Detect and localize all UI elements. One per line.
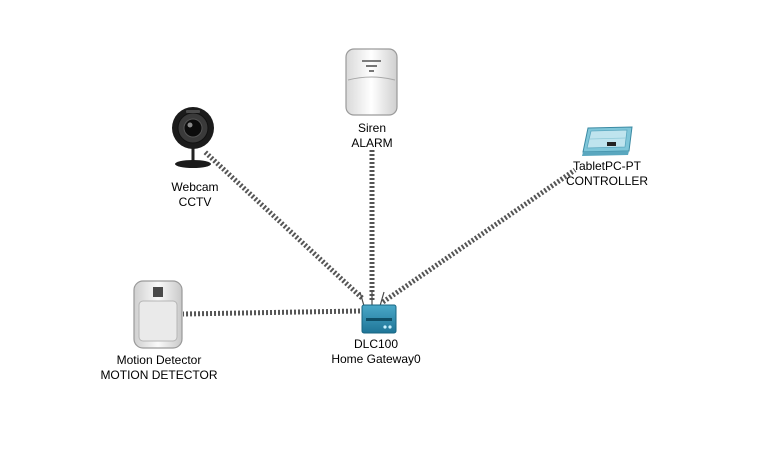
siren-type-text: Siren xyxy=(357,121,386,135)
webcam-label: Webcam CCTV xyxy=(171,180,218,210)
tablet-name-text: CONTROLLER xyxy=(565,174,649,188)
siren-device[interactable] xyxy=(345,48,398,116)
webcam-name-text: CCTV xyxy=(178,195,212,209)
motion-sensor-icon xyxy=(133,280,183,349)
wireless-links xyxy=(182,150,577,317)
tablet-type-text: TabletPC-PT xyxy=(572,159,642,173)
siren-label: Siren ALARM xyxy=(351,121,392,151)
motion-label: Motion Detector MOTION DETECTOR xyxy=(100,353,217,383)
siren-icon xyxy=(345,48,398,116)
webcam-device[interactable] xyxy=(172,107,214,168)
motion-type-text: Motion Detector xyxy=(116,353,202,367)
tablet-device[interactable] xyxy=(582,126,633,156)
link-gateway-motion[interactable] xyxy=(182,308,361,317)
motion-device[interactable] xyxy=(133,280,183,349)
webcam-icon xyxy=(172,107,214,168)
webcam-type-text: Webcam xyxy=(171,180,219,194)
gateway-device[interactable] xyxy=(359,290,397,334)
home-gateway-icon xyxy=(359,290,397,334)
gateway-model-text: DLC100 xyxy=(353,337,399,351)
tablet-icon xyxy=(582,126,633,156)
motion-name-text: MOTION DETECTOR xyxy=(100,368,218,382)
siren-name-text: ALARM xyxy=(351,136,393,150)
tablet-label: TabletPC-PT CONTROLLER xyxy=(566,159,648,189)
link-gateway-tablet[interactable] xyxy=(381,167,577,305)
link-gateway-webcam[interactable] xyxy=(203,150,364,300)
gateway-name-text: Home Gateway0 xyxy=(331,352,421,366)
gateway-label: DLC100 Home Gateway0 xyxy=(331,337,420,367)
